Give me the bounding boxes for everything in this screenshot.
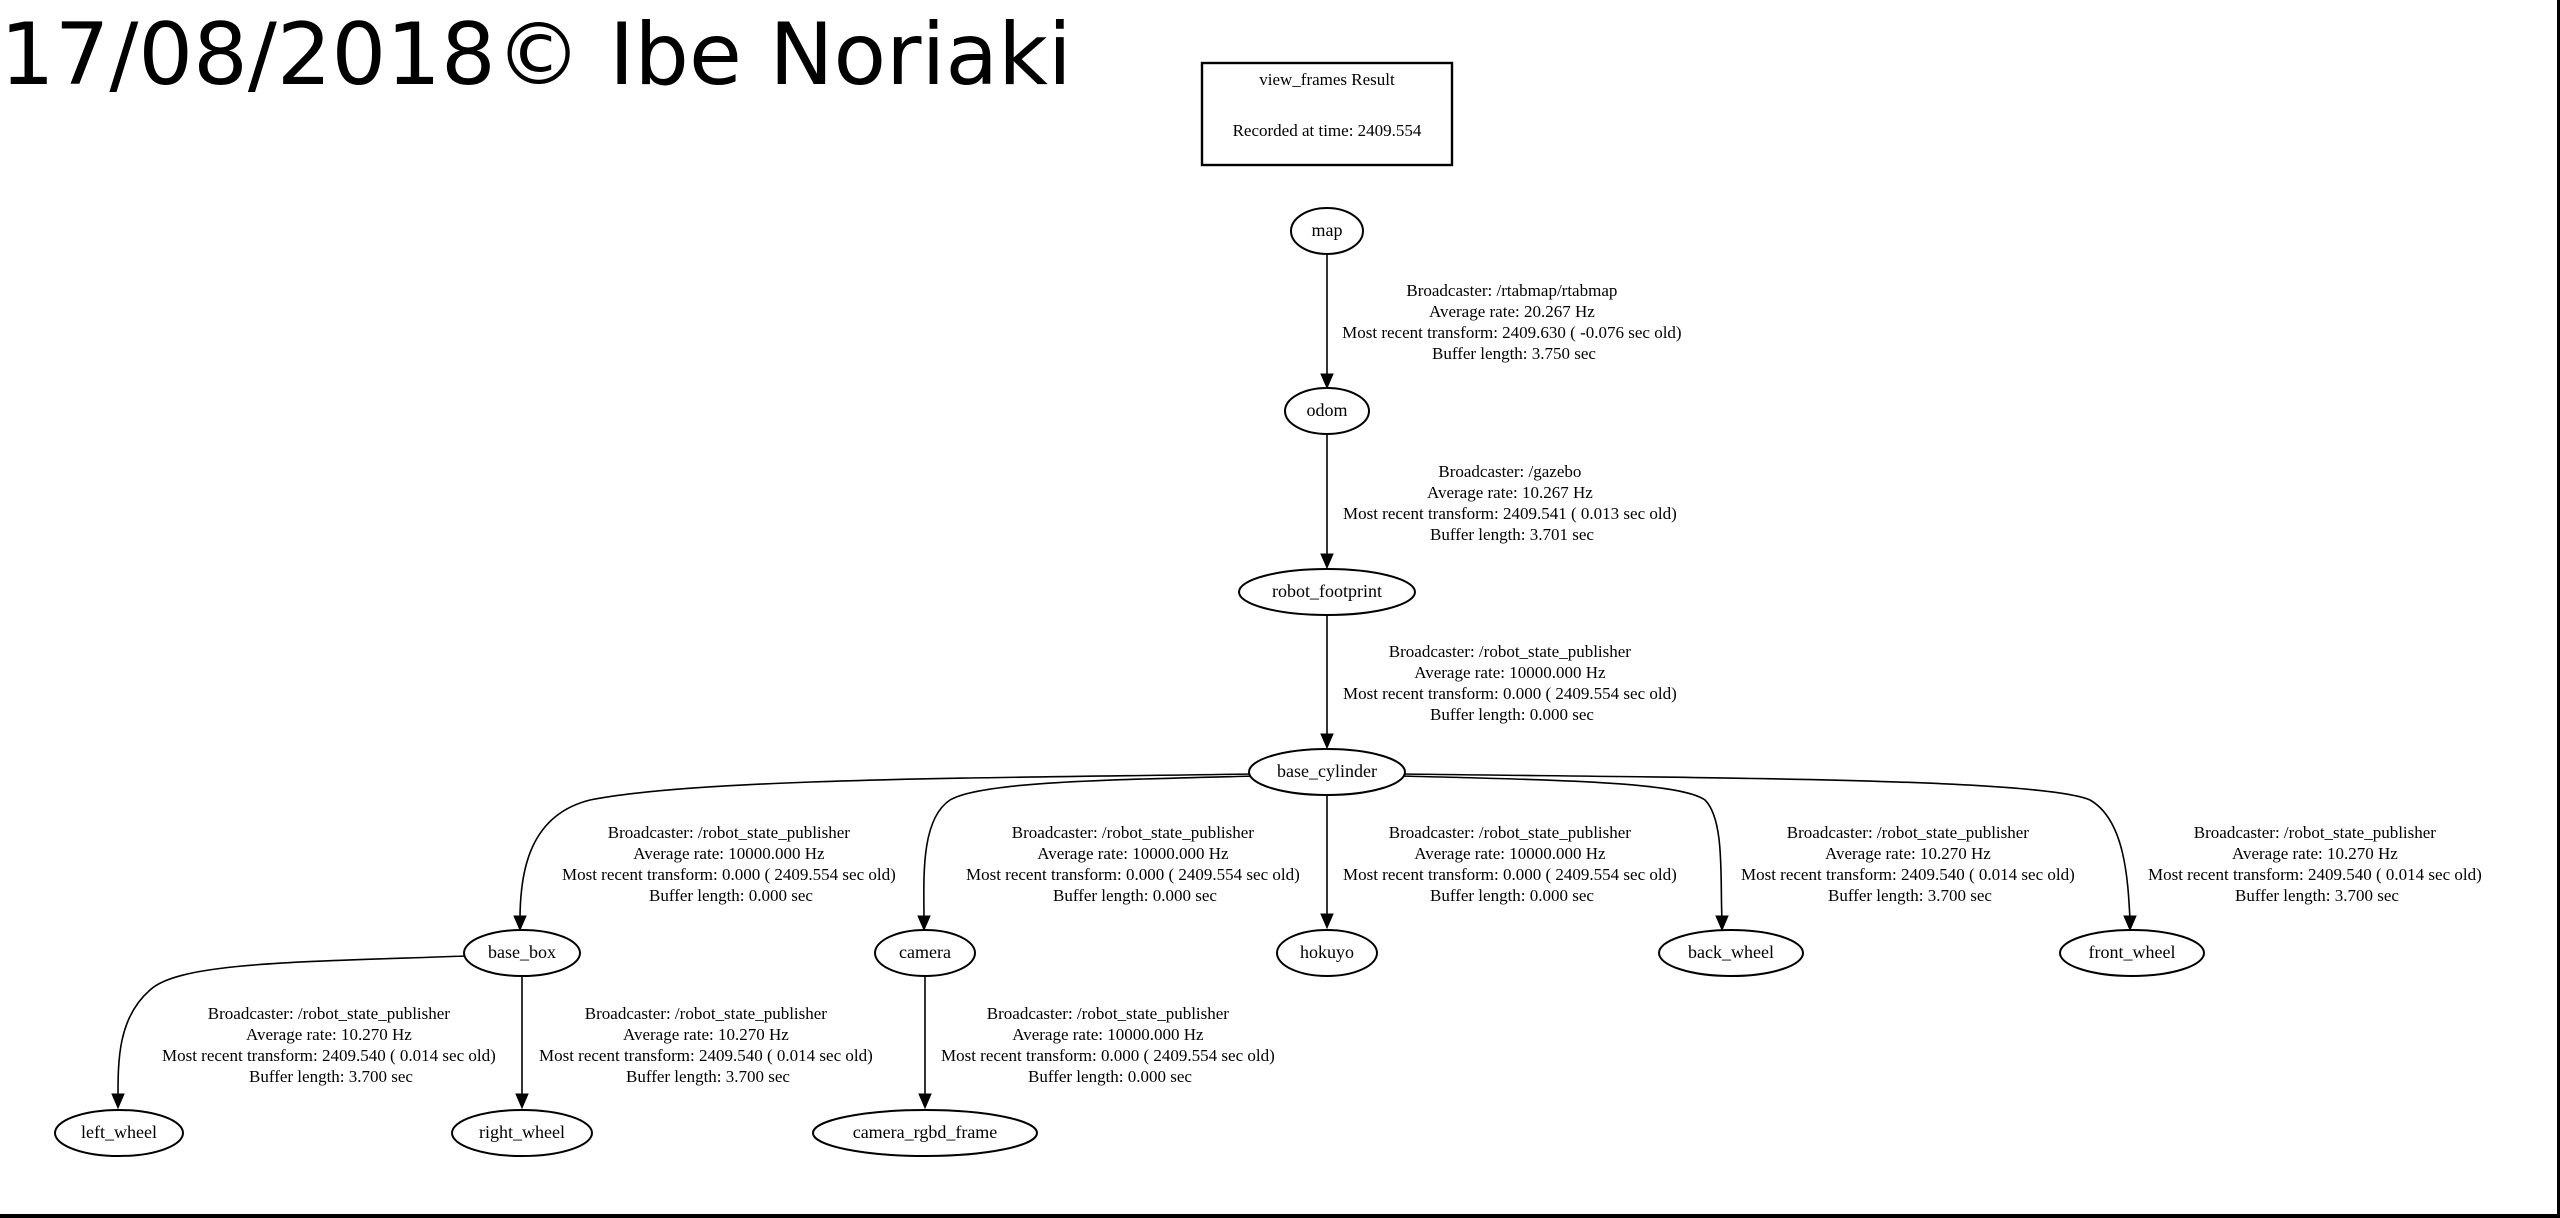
arrow-right-wheel	[515, 1093, 529, 1110]
bottom-border	[0, 1214, 2560, 1218]
arrow-base-cylinder	[1320, 733, 1334, 750]
edge-label-base-cylinder-camera: Broadcaster: /robot_state_publisher Aver…	[966, 823, 1304, 905]
edge-label-map-odom: Broadcaster: /rtabmap/rtabmap Average ra…	[1342, 281, 1686, 363]
svg-text:base_cylinder: base_cylinder	[1277, 761, 1377, 781]
svg-text:map: map	[1312, 220, 1343, 240]
edge-base-cylinder-front-wheel	[1403, 773, 2131, 921]
edge-label-base-cylinder-back-wheel: Broadcaster: /robot_state_publisher Aver…	[1741, 823, 2079, 905]
svg-text:camera_rgbd_frame: camera_rgbd_frame	[853, 1122, 998, 1142]
edge-label-robot-footprint-base-cylinder: Broadcaster: /robot_state_publisher Aver…	[1343, 642, 1681, 724]
node-base-cylinder: base_cylinder	[1248, 748, 1406, 796]
edge-labels: Broadcaster: /rtabmap/rtabmap Average ra…	[162, 281, 2486, 1086]
arrow-hokuyo	[1320, 913, 1334, 930]
node-back-wheel: back_wheel	[1658, 929, 1804, 977]
edge-label-base-cylinder-front-wheel: Broadcaster: /robot_state_publisher Aver…	[2148, 823, 2486, 905]
edge-label-base-cylinder-base-box: Broadcaster: /robot_state_publisher Aver…	[562, 823, 900, 905]
nodes: map odom robot_footprint base_cylinder b…	[54, 207, 2205, 1157]
node-left-wheel: left_wheel	[54, 1109, 184, 1157]
header-title: view_frames Result	[1259, 70, 1395, 89]
right-border	[2557, 0, 2560, 1218]
arrow-back-wheel	[1715, 915, 1729, 932]
svg-text:front_wheel: front_wheel	[2089, 942, 2176, 962]
node-odom: odom	[1284, 387, 1370, 435]
header-box	[1200, 61, 1454, 167]
edge-label-base-cylinder-hokuyo: Broadcaster: /robot_state_publisher Aver…	[1343, 823, 1681, 905]
node-map: map	[1290, 207, 1364, 255]
svg-text:robot_footprint: robot_footprint	[1272, 581, 1382, 601]
edge-base-cylinder-camera	[923, 775, 1256, 921]
edge-label-odom-robot-footprint: Broadcaster: /gazebo Average rate: 10.26…	[1343, 462, 1681, 544]
edge-label-base-box-left-wheel: Broadcaster: /robot_state_publisher Aver…	[162, 1004, 500, 1086]
arrow-base-box	[513, 915, 527, 932]
arrow-camera-rgbd-frame	[918, 1093, 932, 1110]
node-camera: camera	[874, 929, 976, 977]
svg-text:left_wheel: left_wheel	[81, 1122, 157, 1142]
edge-label-base-box-right-wheel: Broadcaster: /robot_state_publisher Aver…	[539, 1004, 877, 1086]
copyright-caption: 17/08/2018© Ibe Noriaki	[0, 5, 1072, 105]
edges	[117, 254, 2131, 1099]
node-right-wheel: right_wheel	[451, 1109, 593, 1157]
svg-text:odom: odom	[1306, 400, 1347, 420]
arrow-camera	[917, 915, 931, 932]
edge-base-cylinder-back-wheel	[1399, 775, 1723, 921]
arrowheads	[111, 373, 2137, 1110]
svg-text:base_box: base_box	[488, 942, 556, 962]
arrow-left-wheel	[111, 1093, 125, 1110]
svg-text:right_wheel: right_wheel	[479, 1122, 565, 1142]
header-recorded-time: Recorded at time: 2409.554	[1233, 121, 1422, 140]
svg-text:camera: camera	[899, 942, 951, 962]
arrow-odom	[1320, 373, 1334, 390]
svg-text:back_wheel: back_wheel	[1688, 942, 1774, 962]
edge-label-camera-camera-rgbd-frame: Broadcaster: /robot_state_publisher Aver…	[941, 1004, 1279, 1086]
node-base-box: base_box	[463, 929, 581, 977]
edge-base-cylinder-base-box	[519, 773, 1251, 921]
node-front-wheel: front_wheel	[2059, 929, 2205, 977]
edge-base-box-left-wheel	[117, 955, 467, 1099]
arrow-front-wheel	[2123, 915, 2137, 932]
arrow-robot-footprint	[1320, 553, 1334, 570]
node-hokuyo: hokuyo	[1276, 929, 1378, 977]
view-frames-header: view_frames Result Recorded at time: 240…	[1200, 61, 1454, 167]
node-camera-rgbd-frame: camera_rgbd_frame	[812, 1109, 1038, 1157]
node-robot-footprint: robot_footprint	[1238, 568, 1416, 616]
svg-text:hokuyo: hokuyo	[1300, 942, 1354, 962]
